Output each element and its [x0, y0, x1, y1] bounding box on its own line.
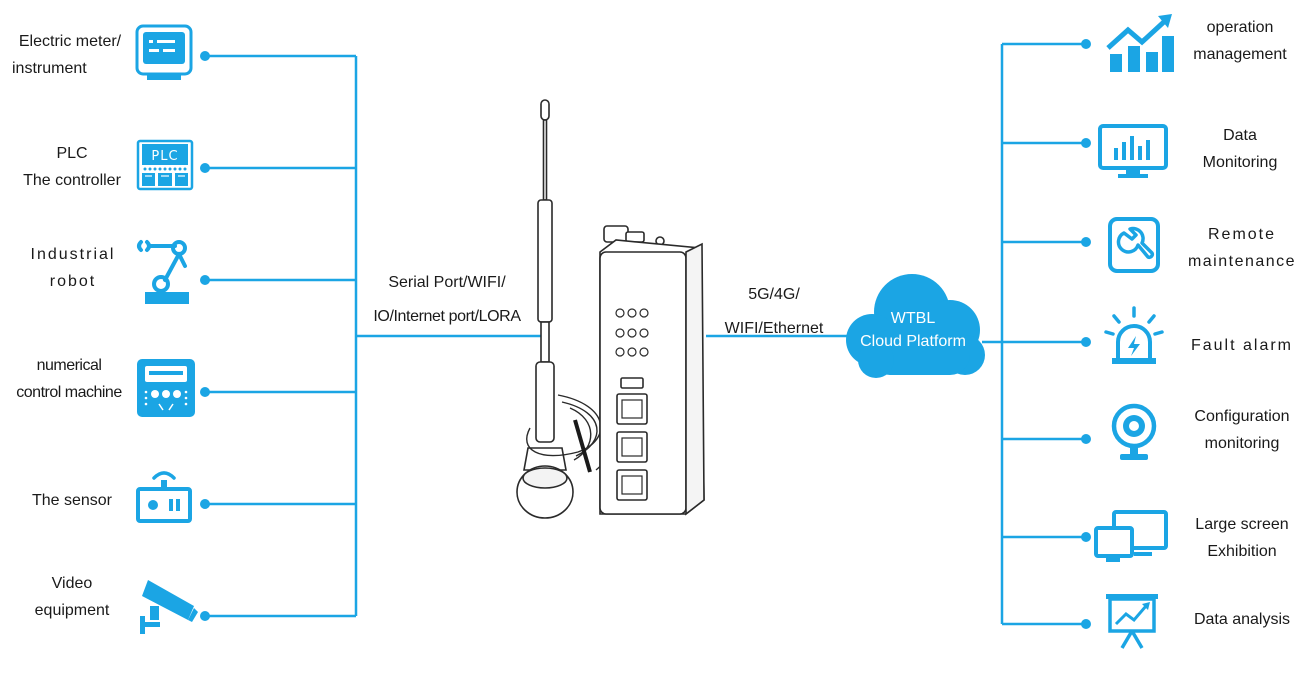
- device-label-line: PLC: [56, 145, 88, 162]
- left-link-line-1: Serial Port/WIFI/: [388, 274, 506, 291]
- device-label-line: instrument: [12, 60, 87, 77]
- dual-screen-icon: [1094, 510, 1168, 562]
- plc-icon: PLC: [136, 139, 194, 191]
- function-label-fault-alarm: Fault alarm: [1174, 332, 1310, 359]
- device-label-sensor: The sensor: [10, 487, 134, 514]
- iot-gateway-icon: [516, 99, 705, 519]
- function-label-configuration: Configuration monitoring: [1172, 403, 1312, 457]
- device-label-line: equipment: [34, 602, 110, 619]
- function-label-operation: operation management: [1172, 14, 1308, 68]
- alarm-light-icon: [1104, 306, 1164, 364]
- device-label-video: Video equipment: [10, 570, 134, 624]
- function-label-line: Monitoring: [1202, 154, 1278, 171]
- device-label-line: The sensor: [31, 492, 113, 509]
- left-connector-dots: [200, 51, 210, 621]
- function-label-line: Data: [1223, 127, 1257, 144]
- monitor-icon: [1098, 124, 1168, 178]
- function-label-line: Data analysis: [1193, 611, 1291, 628]
- cloud-platform-label: WTBL Cloud Platform: [838, 307, 988, 353]
- device-label-plc: PLC The controller: [10, 140, 134, 194]
- function-label-line: operation: [1206, 19, 1274, 36]
- right-link-label: 5G/4G/ WIFI/Ethernet: [704, 278, 844, 346]
- industrial-robot-icon: [137, 240, 189, 304]
- device-label-cnc: numerical control machine: [2, 352, 136, 406]
- device-label-line: Electric meter/: [18, 33, 122, 50]
- sensor-icon: [136, 471, 192, 523]
- function-label-line: management: [1193, 46, 1287, 63]
- device-label-line: The controller: [23, 172, 121, 189]
- analysis-board-icon: [1106, 594, 1158, 649]
- device-label-robot: Industrial robot: [12, 241, 134, 295]
- function-label-remote: Remote maintenance: [1172, 221, 1312, 275]
- function-label-line: Exhibition: [1207, 543, 1277, 560]
- function-label-line: Large screen: [1195, 516, 1289, 533]
- plc-icon-text: PLC: [151, 149, 178, 164]
- function-label-line: Remote: [1207, 226, 1277, 243]
- device-label-line: Industrial: [30, 246, 116, 263]
- left-connectors: [205, 54, 1002, 618]
- video-camera-icon: [140, 580, 198, 634]
- device-label-electric-meter: Electric meter/ instrument: [6, 28, 134, 82]
- right-link-line-1: 5G/4G/: [748, 286, 800, 303]
- cloud-shape: [846, 274, 985, 378]
- function-label-line: maintenance: [1187, 253, 1297, 270]
- right-connector-dots: [1081, 39, 1091, 629]
- left-link-label: Serial Port/WIFI/ IO/Internet port/LORA: [352, 266, 542, 334]
- cloud-subtitle: Cloud Platform: [860, 333, 966, 350]
- wrench-icon: [1108, 217, 1160, 273]
- function-label-data-analysis: Data analysis: [1172, 606, 1312, 633]
- left-link-line-2: IO/Internet port/LORA: [373, 308, 521, 325]
- function-label-line: Fault alarm: [1190, 337, 1294, 354]
- cloud-title: WTBL: [890, 310, 936, 327]
- device-label-line: robot: [49, 273, 97, 290]
- function-label-line: monitoring: [1204, 435, 1280, 452]
- device-label-line: Video: [51, 575, 93, 592]
- function-label-data-monitoring: Data Monitoring: [1172, 122, 1308, 176]
- device-label-line: control machine: [16, 384, 122, 401]
- function-label-line: Configuration: [1194, 408, 1290, 425]
- webcam-icon: [1111, 403, 1157, 460]
- device-label-line: numerical: [36, 357, 102, 374]
- right-link-line-2: WIFI/Ethernet: [724, 320, 824, 337]
- function-label-large-screen: Large screen Exhibition: [1172, 511, 1312, 565]
- right-connectors: [1000, 42, 1086, 626]
- electric-meter-icon: [135, 24, 193, 80]
- operation-chart-icon: [1106, 14, 1174, 72]
- cnc-machine-icon: [137, 359, 195, 417]
